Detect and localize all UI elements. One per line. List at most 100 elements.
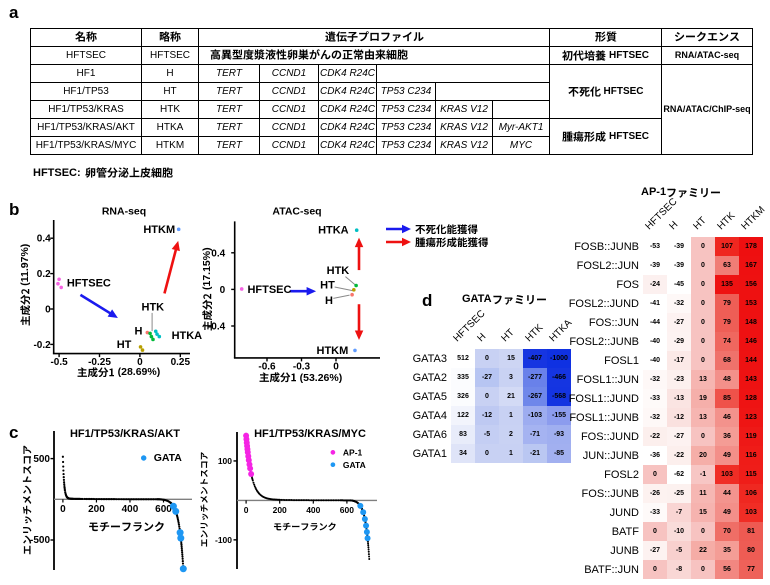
pc1-label-text — [77, 366, 115, 378]
heatmap-cell: 13 — [691, 370, 715, 389]
curve-point — [125, 498, 128, 501]
heatmap-row-label: FOSL1::JUN — [576, 373, 639, 386]
heatmap-cell: 79 — [715, 313, 739, 332]
yaxis-pct: (17.15%) — [201, 247, 213, 293]
legend-dot-AP-1 — [330, 450, 336, 455]
point-label-HFTSEC: HFTSEC — [67, 277, 111, 289]
heatmap-cell: -29 — [667, 332, 691, 351]
arrow-icon — [107, 309, 118, 318]
curve-point — [307, 499, 310, 502]
curve-point — [367, 542, 370, 545]
curve-point — [313, 499, 316, 502]
curve-point — [133, 498, 137, 501]
arrow-icon — [354, 237, 364, 248]
curve-point — [180, 541, 183, 545]
curve-point — [123, 498, 127, 501]
table-row: HF1/TP53/KRAS HTK TERT CCND1 CDK4 R24C T… — [30, 100, 753, 119]
cell-name: HF1/TP53 — [30, 82, 142, 101]
yaxis-pct: (11.97%) — [19, 243, 31, 289]
y-tick-label: 0.4 — [37, 234, 51, 245]
cell-gene: CCND1 — [259, 118, 319, 137]
heatmap-cell: -8 — [667, 560, 691, 579]
curve-point — [140, 498, 143, 501]
highlight-point-GATA — [363, 522, 370, 529]
heatmap-cell: 11 — [691, 484, 715, 503]
highlight-point-GATA — [172, 507, 180, 515]
point-label-HTKM: HTKM — [143, 224, 175, 236]
x-tick-label: 200 — [273, 505, 287, 515]
panel-d-label: d — [422, 291, 433, 310]
cell-name: HF1/TP53/KRAS — [30, 100, 142, 119]
heatmap-cell: 77 — [739, 560, 763, 579]
heatmap-row-label: GATA3 — [412, 352, 447, 365]
heatmap-cell: 143 — [739, 370, 763, 389]
heatmap-cell: 46 — [715, 408, 739, 427]
heatmap-cell: -71 — [523, 425, 547, 444]
heatmap-cell: -36 — [643, 446, 667, 465]
data-point-HFTSEC — [59, 285, 64, 290]
x-tick-label: -0.3 — [293, 361, 311, 372]
curve-point — [297, 499, 300, 502]
curve-point — [91, 497, 95, 501]
curve-point — [310, 499, 313, 502]
curve-point — [305, 499, 308, 502]
heatmap-cell: -21 — [523, 444, 547, 463]
heatmap-cell: -568 — [547, 387, 571, 406]
cell-abbr: H — [141, 64, 199, 83]
header-abbr — [141, 28, 199, 47]
curve-point — [103, 498, 106, 501]
akt-yaxis-label — [22, 444, 32, 556]
data-point-HTK — [151, 337, 155, 342]
curve-point — [108, 498, 111, 501]
curve-point — [298, 499, 301, 502]
heatmap-row-label: FOSL1::JUND — [568, 392, 639, 405]
curve-point — [367, 548, 370, 551]
table-header-row — [30, 28, 753, 47]
title-en: AP-1 — [641, 186, 667, 198]
y-tick-label: 500 — [33, 454, 50, 465]
y-tick-label: -0.2 — [33, 340, 51, 351]
heatmap-cell: -24 — [643, 275, 667, 294]
pc1-label-text — [259, 372, 297, 383]
curve-point — [95, 497, 98, 501]
heatmap-row-label: GATA1 — [412, 447, 447, 460]
heatmap-cell: -32 — [667, 294, 691, 313]
gata-heatmap-title: GATA — [462, 293, 547, 305]
header-abbr-text — [159, 30, 181, 42]
curve-point — [63, 483, 66, 486]
curve-point — [330, 499, 333, 502]
data-point-HTK — [149, 334, 154, 339]
tumorigenesis-arrow-icon — [386, 237, 411, 247]
highlight-point-GATA — [176, 529, 184, 537]
point-label-HTK: HTK — [142, 301, 165, 313]
plot-title: HF1/TP53/KRAS/AKT — [70, 428, 180, 440]
cell-gene-empty — [492, 100, 550, 119]
cell-seq: RNA/ATAC-seq — [661, 46, 753, 65]
cell-name: HF1/TP53/KRAS/AKT — [30, 118, 142, 137]
data-point-HT — [138, 345, 143, 349]
footnote-jp-text — [85, 167, 173, 178]
highlight-point-GATA — [360, 509, 367, 516]
heatmap-cell: -23 — [667, 370, 691, 389]
curve-point — [180, 549, 184, 552]
heatmap-cell: 0 — [691, 275, 715, 294]
table-row: HF1/TP53/KRAS/MYC HTKM TERT CCND1 CDK4 R… — [30, 136, 753, 155]
cell-gene: TERT — [198, 82, 260, 101]
point-label-HT: HT — [117, 339, 132, 351]
cell-trait: HFTSEC — [549, 46, 662, 65]
heatmap-cell: 80 — [739, 541, 763, 560]
data-point-HTKA — [157, 334, 162, 339]
pc2-label-text — [201, 293, 213, 331]
arrow-icon — [306, 287, 317, 296]
heatmap-cell: -103 — [523, 406, 547, 425]
curve-point — [337, 499, 340, 502]
curve-point — [150, 498, 153, 501]
heatmap-row-label: JUN::JUNB — [582, 449, 639, 462]
curve-point — [253, 485, 256, 488]
heatmap-row-label: FOSL2::JUN — [576, 259, 639, 272]
heatmap-col-label: HT — [691, 215, 709, 233]
y-tick-label: 0 — [45, 305, 51, 316]
data-point-HFTSEC — [56, 281, 60, 286]
curve-point — [85, 497, 88, 501]
point-label-HTKM: HTKM — [317, 345, 349, 357]
